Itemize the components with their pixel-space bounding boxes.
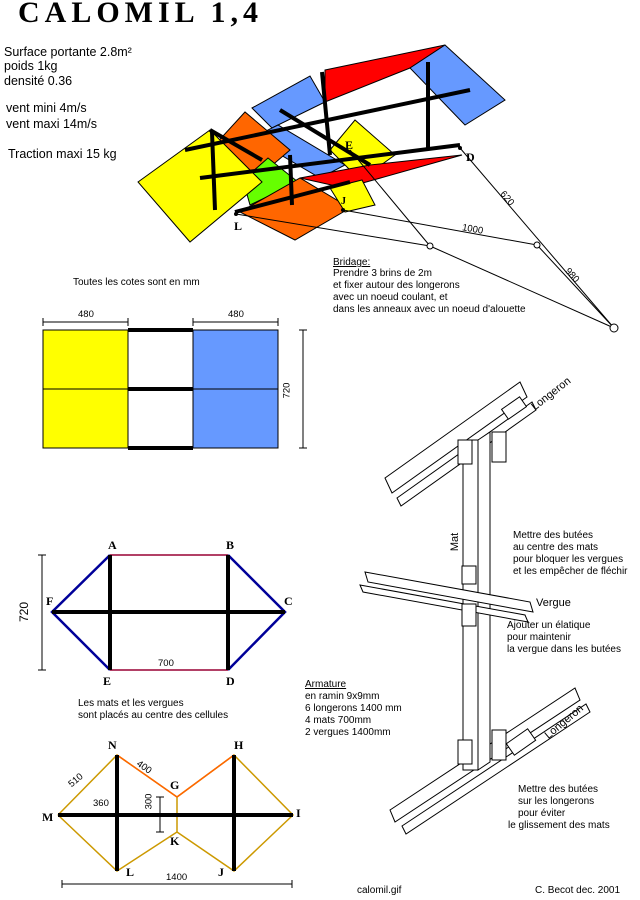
bridle-line-e xyxy=(349,149,431,247)
note-mats-1: Mettre des butées xyxy=(513,530,594,541)
kite-point-e-label: E xyxy=(345,138,354,152)
cross-point-d: D xyxy=(226,674,235,688)
kite-3d-view xyxy=(137,44,506,243)
kite-spar-2 xyxy=(209,128,263,162)
note-elastique-3: la vergue dans les butées xyxy=(507,644,621,655)
spec-vent-mini: vent mini 4m/s xyxy=(6,101,87,115)
bridle-heading: Bridage: xyxy=(333,257,371,268)
frame-orange-right xyxy=(176,754,235,798)
kite-blue-top-left-panel xyxy=(251,75,326,129)
bridle-line-2: et fixer autour des longerons xyxy=(333,280,460,291)
frame-orange-left xyxy=(116,754,178,798)
frame-point-j: J xyxy=(218,865,224,879)
cross-section-dim-width-label: 700 xyxy=(158,658,174,669)
armature-line-1: en ramin 9x9mm xyxy=(305,691,380,702)
side-view-dim-left: 480 xyxy=(78,309,94,320)
cross-section-caption-2: sont placés au centre des cellules xyxy=(78,710,229,721)
frame-dim-300-label: 300 xyxy=(143,793,155,810)
bridle-line-l xyxy=(235,213,431,247)
detail-stop-block-3 xyxy=(461,565,477,585)
spec-vent-maxi: vent maxi 14m/s xyxy=(6,117,98,131)
detail-longeron-stop-top xyxy=(500,396,528,420)
detail-stop-block-1 xyxy=(457,439,473,465)
detail-vergue xyxy=(364,571,534,613)
spec-densite: densité 0.36 xyxy=(4,74,73,88)
armature-line-4: 2 vergues 1400mm xyxy=(305,727,391,738)
armature-line-2: 6 longerons 1400 mm xyxy=(305,703,402,714)
kite-mast-3 xyxy=(210,131,217,211)
cross-point-e: E xyxy=(103,674,112,688)
bridle-towing-point xyxy=(609,323,619,333)
bridle-line-main xyxy=(429,245,615,329)
note-elastique-2: pour maintenir xyxy=(507,632,571,643)
note-longerons-2: sur les longerons xyxy=(518,796,595,807)
footer-filename: calomil.gif xyxy=(357,885,402,896)
side-view xyxy=(42,318,307,450)
note-mats-2: au centre des mats xyxy=(513,542,599,553)
frame-dim-1400-label: 1400 xyxy=(166,872,188,883)
bridle-line-d xyxy=(459,147,615,329)
detail-stop-block-6 xyxy=(491,729,507,761)
detail-stop-block-4 xyxy=(461,603,477,627)
note-longerons-4: le glissement des mats xyxy=(508,820,610,831)
frame-point-k: K xyxy=(170,834,180,848)
note-mats-4: et les empêcher de fléchir xyxy=(513,566,628,577)
kite-blue-top-right-panel xyxy=(409,44,506,126)
cross-point-b: B xyxy=(226,538,235,552)
footer-credit: C. Becot dec. 2001 xyxy=(535,885,621,896)
kite-mast-4 xyxy=(288,154,294,206)
spec-poids: poids 1kg xyxy=(4,59,58,73)
armature-line-3: 4 mats 700mm xyxy=(305,715,372,726)
cross-point-a: A xyxy=(108,538,117,552)
detail-vergue-label: Vergue xyxy=(536,597,571,609)
detail-longeron-stop-bottom xyxy=(505,728,537,756)
cross-section-view xyxy=(38,554,287,671)
cross-section-dim-height-label: 720 xyxy=(17,601,32,623)
frame-point-g: G xyxy=(170,778,180,792)
frame-point-h: H xyxy=(234,738,244,752)
bridle-line-4: dans les anneaux avec un noeud d'alouett… xyxy=(333,304,526,315)
bridle-lines xyxy=(235,147,619,333)
detail-longeron-top xyxy=(384,381,528,494)
kite-longeron-2 xyxy=(199,143,461,180)
kite-red-bottom-panel xyxy=(299,154,463,189)
side-view-dim-right: 480 xyxy=(228,309,244,320)
cross-section-caption-1: Les mats et les vergues xyxy=(78,698,184,709)
kite-point-j-label: J xyxy=(341,196,346,207)
frame-point-n: N xyxy=(108,738,117,752)
frame-plan-view xyxy=(57,754,295,888)
bridle-line-middle xyxy=(536,244,615,329)
detail-stop-block-5 xyxy=(457,739,473,765)
page-title: CALOMIL 1,4 xyxy=(18,0,264,29)
kite-point-l-label: L xyxy=(234,219,243,233)
detail-stop-block-2 xyxy=(491,431,507,463)
frame-point-l: L xyxy=(126,865,135,879)
note-mats-3: pour bloquer les vergues xyxy=(513,554,624,565)
bridle-ring-1 xyxy=(426,242,434,250)
cross-point-f: F xyxy=(46,594,54,608)
bridle-line-3: avec un noeud coulant, et xyxy=(333,292,448,303)
frame-point-m: M xyxy=(42,810,54,824)
detail-mat-label: Mat xyxy=(449,532,462,552)
spec-traction: Traction maxi 15 kg xyxy=(8,147,117,161)
bridle-line-j xyxy=(342,209,538,246)
bridle-line-1: Prendre 3 brins de 2m xyxy=(333,268,432,279)
frame-point-i: I xyxy=(296,806,301,820)
bridle-ring-2 xyxy=(533,241,541,249)
dimensions-note: Toutes les cotes sont en mm xyxy=(73,277,200,288)
armature-heading: Armature xyxy=(305,679,347,690)
frame-dim-360-label: 360 xyxy=(93,798,109,809)
note-longerons-1: Mettre des butées xyxy=(518,784,599,795)
kite-yellow-left-panel xyxy=(137,129,263,243)
cross-point-c: C xyxy=(284,594,293,608)
joint-detail-view xyxy=(359,381,591,835)
note-longerons-3: pour éviter xyxy=(518,808,566,819)
kite-yellow-lower-panel xyxy=(329,179,376,213)
note-elastique-1: Ajouter un élatique xyxy=(507,620,591,631)
side-view-dim-height: 720 xyxy=(281,382,293,399)
spec-surface: Surface portante 2.8m² xyxy=(4,45,132,59)
kite-point-d-label: D xyxy=(466,150,475,164)
